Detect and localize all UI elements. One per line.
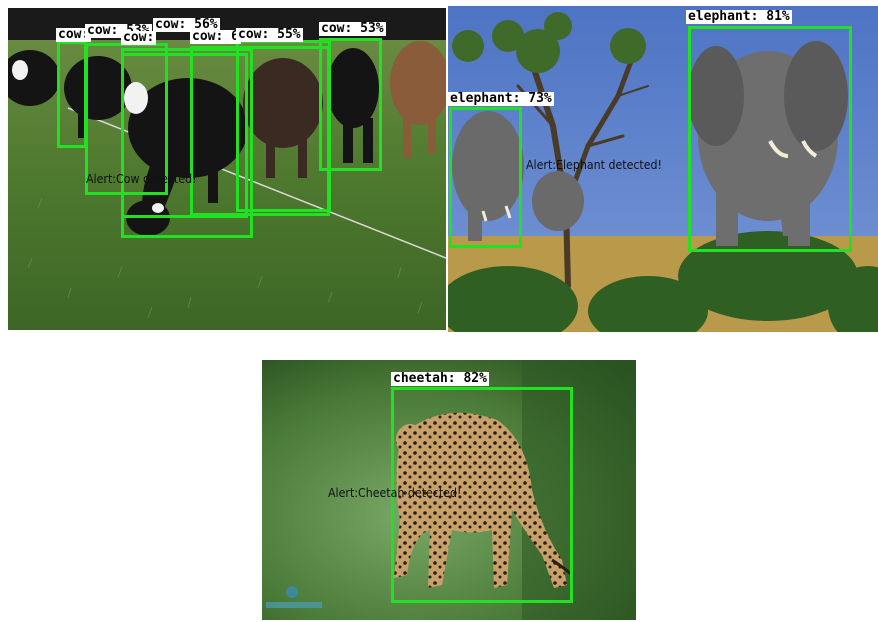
- detection-label: cow:: [121, 30, 157, 45]
- detection-box: [688, 26, 852, 252]
- detection-label: cow: 55%: [236, 27, 303, 42]
- detection-label: cow: 6: [190, 29, 241, 44]
- cheetah-alert-text: Alert:Cheetah detected!: [328, 486, 462, 500]
- detection-label: cheetah: 82%: [391, 371, 489, 386]
- cheetah-detection-image: cheetah: 82% Alert:Cheetah detected!: [262, 360, 636, 620]
- detection-label: elephant: 81%: [686, 9, 792, 24]
- detection-label: cow:: [56, 27, 92, 42]
- elephant-detection-image: elephant: 81% elephant: 73% Alert:Elepha…: [448, 6, 878, 332]
- detection-label: cow: 53%: [319, 21, 386, 36]
- detection-box: [449, 107, 522, 248]
- detection-box: [236, 40, 331, 212]
- detection-label: elephant: 73%: [448, 91, 554, 106]
- detection-box: [121, 53, 248, 218]
- elephant-alert-text: Alert:Elephant detected!: [526, 158, 662, 172]
- watermark-logo: [266, 586, 322, 608]
- detection-label: cow: 56%: [153, 17, 220, 32]
- detection-box: [391, 387, 573, 603]
- cow-detection-image: cow: cow: 53% cow: 56% cow: cow: 6 cow: …: [8, 8, 446, 330]
- detection-box: [57, 41, 87, 148]
- cheetah-grass-photo: [262, 360, 636, 620]
- detection-box: [319, 38, 382, 171]
- cow-alert-text: Alert:Cow detected!: [86, 172, 197, 186]
